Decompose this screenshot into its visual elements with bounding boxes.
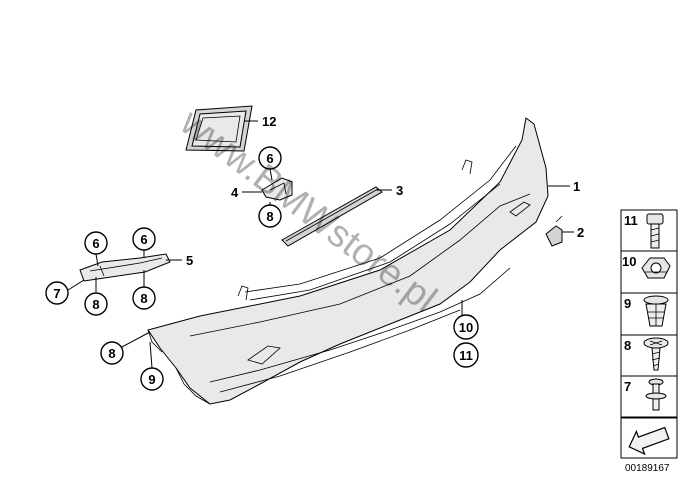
legend-item-8[interactable]: 8 [624,337,669,371]
callout-8-right: 8 [132,286,156,310]
callout-1: 1 [573,179,580,194]
callout-12: 12 [262,114,276,129]
part-2-plug[interactable] [545,215,563,247]
svg-text:8: 8 [108,346,115,361]
callout-8-bottom: 8 [100,341,124,365]
callout-5: 5 [186,253,193,268]
callout-8-left: 8 [84,292,108,316]
leader-lines [67,120,574,369]
callout-10: 10 [453,314,479,340]
callout-8-top: 8 [258,204,282,228]
callout-3: 3 [396,183,403,198]
direction-box [620,417,678,459]
svg-text:8: 8 [624,338,631,353]
legend-item-7[interactable]: 7 [624,378,667,411]
clip-nut-icon [641,257,671,279]
svg-text:8: 8 [266,209,273,224]
diagram-id: 00189167 [625,463,670,474]
bolt-icon [646,213,664,249]
legend-item-10[interactable]: 10 [622,254,671,279]
svg-text:7: 7 [624,379,631,394]
watermark: www.BMWstore.pl [172,101,444,321]
svg-text:11: 11 [624,213,638,228]
callout-9: 9 [140,367,164,391]
legend-item-9[interactable]: 9 [624,295,669,327]
svg-text:6: 6 [140,232,147,247]
svg-text:6: 6 [266,151,273,166]
part-1-bumper-cover[interactable] [147,117,549,405]
svg-text:8: 8 [140,291,147,306]
push-pin-icon [645,378,667,411]
callout-11: 11 [453,342,479,368]
svg-text:10: 10 [459,320,473,335]
svg-text:9: 9 [148,372,155,387]
expanding-rivet-icon [643,295,669,327]
legend-item-11[interactable]: 11 [624,213,664,249]
callout-6-top: 6 [258,146,282,170]
part-12-pad[interactable] [185,105,253,152]
svg-text:11: 11 [459,348,473,363]
svg-text:8: 8 [92,297,99,312]
callout-7: 7 [45,281,69,305]
part-3-trim-strip[interactable] [281,186,383,247]
callout-6-left: 6 [84,231,108,255]
callout-6-right: 6 [132,227,156,251]
arrow-icon [628,426,670,456]
callout-4: 4 [231,185,239,200]
callout-2: 2 [577,225,584,240]
svg-text:10: 10 [622,254,636,269]
svg-text:6: 6 [92,236,99,251]
svg-text:9: 9 [624,296,631,311]
part-4-bracket[interactable] [261,177,293,201]
part-5-side-bracket[interactable] [79,253,171,282]
svg-text:7: 7 [53,286,60,301]
screw-with-washer-icon [643,337,669,371]
